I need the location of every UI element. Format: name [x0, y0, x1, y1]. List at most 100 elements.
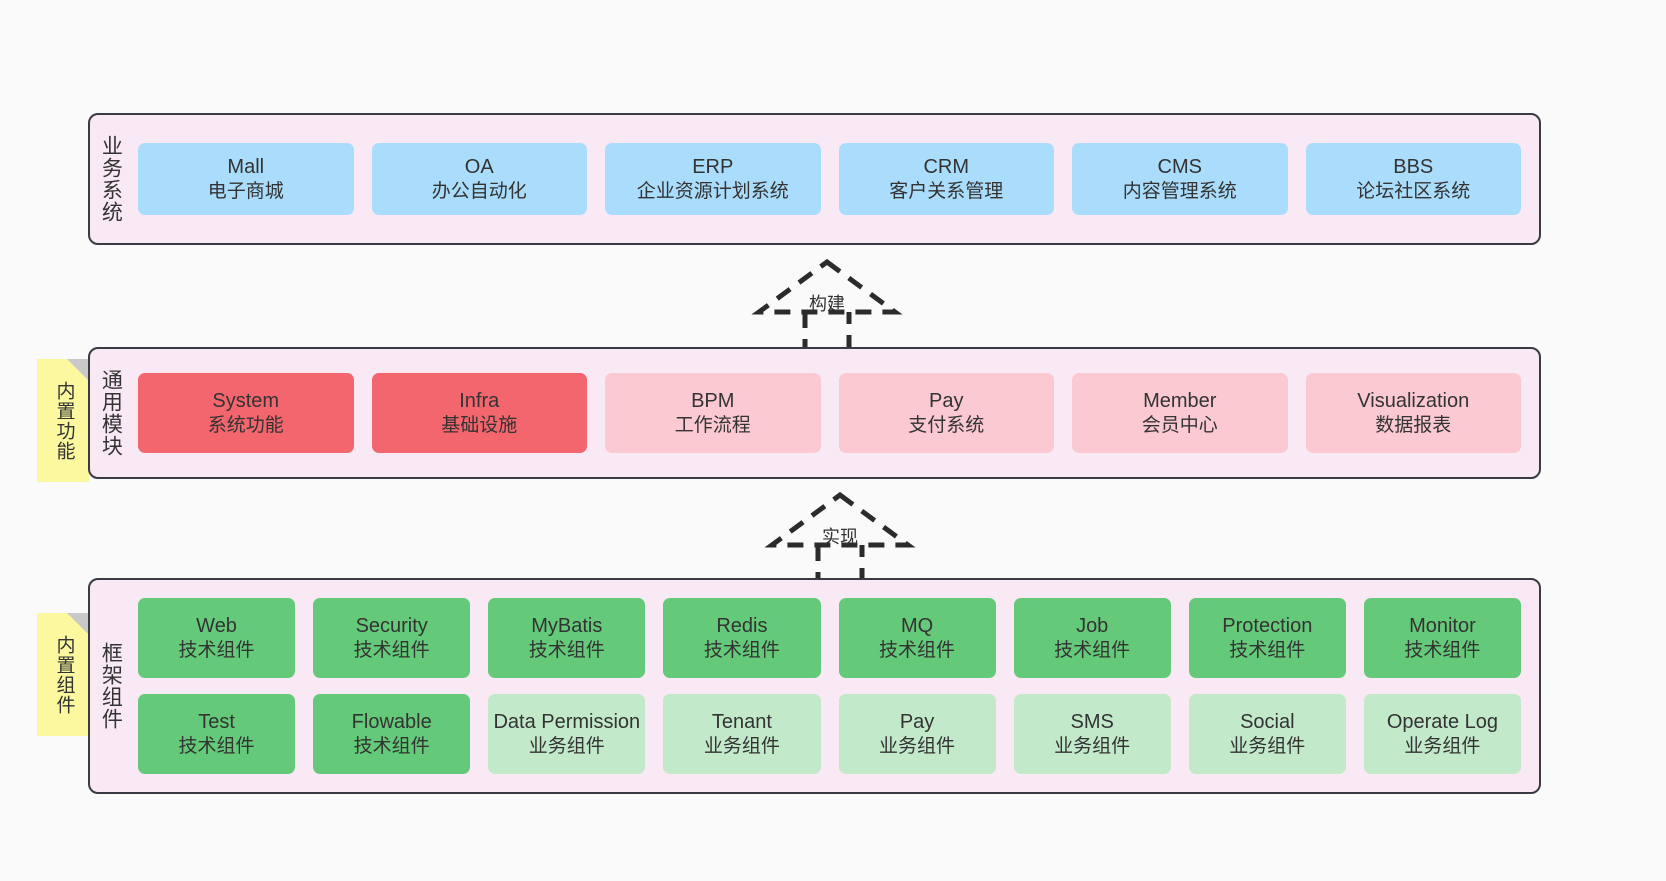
card-title-en: Test — [198, 711, 235, 734]
card-title-cn: 业务组件 — [1229, 735, 1306, 757]
card-title-cn: 支付系统 — [908, 414, 985, 436]
card-title-en: System — [212, 390, 280, 413]
card-title-cn: 数据报表 — [1375, 414, 1452, 436]
card-title-en: Security — [355, 615, 428, 638]
card-title-cn: 技术组件 — [703, 639, 780, 661]
card-title-cn: 业务组件 — [528, 735, 605, 757]
card-title-cn: 业务组件 — [1404, 735, 1481, 757]
band-label-common-module: 通用模块 — [99, 369, 123, 457]
card-title-en: Monitor — [1409, 615, 1476, 638]
card-title-en: SMS — [1070, 711, 1114, 734]
band-label-framework-component: 框架组件 — [99, 642, 123, 730]
card-title-cn: 技术组件 — [1229, 639, 1306, 661]
card-title-en: MyBatis — [531, 615, 603, 638]
card-title-en: BBS — [1393, 156, 1434, 179]
card-title-cn: 办公自动化 — [431, 180, 527, 202]
card-title-en: OA — [464, 156, 494, 179]
card-title-en: CMS — [1157, 156, 1202, 179]
card-title-cn: 工作流程 — [674, 414, 751, 436]
card-title-en: Protection — [1222, 615, 1313, 638]
card-title-cn: 技术组件 — [353, 735, 430, 757]
card-title-cn: 企业资源计划系统 — [636, 180, 789, 202]
note-builtin-features: 内置功能 — [37, 359, 89, 482]
card-title-cn: 业务组件 — [703, 735, 780, 757]
card-title-en: Pay — [899, 711, 935, 734]
card-title-cn: 系统功能 — [207, 414, 284, 436]
card-title-en: Member — [1143, 390, 1217, 413]
card-title-en: Pay — [929, 390, 964, 413]
band-label-business-system: 业务系统 — [99, 135, 123, 223]
card-title-cn: 技术组件 — [178, 735, 255, 757]
card-title-en: Social — [1240, 711, 1295, 734]
card-title-en: Infra — [459, 390, 500, 413]
card-title-en: Data Permission — [493, 711, 641, 734]
card-title-en: ERP — [692, 156, 734, 179]
connector-realize: 实现 — [750, 487, 930, 587]
card-title-cn: 技术组件 — [353, 639, 430, 661]
card-title-cn: 业务组件 — [1054, 735, 1131, 757]
card-title-cn: 技术组件 — [1404, 639, 1481, 661]
note-builtin-components: 内置组件 — [37, 613, 89, 736]
card-title-cn: 技术组件 — [528, 639, 605, 661]
card-title-cn: 客户关系管理 — [889, 180, 1004, 202]
card-title-en: Tenant — [711, 711, 772, 734]
card-title-en: Visualization — [1357, 390, 1470, 413]
connector-build: 构建 — [737, 254, 917, 354]
card-title-cn: 技术组件 — [879, 639, 956, 661]
card-title-en: Mall — [227, 156, 265, 179]
card-title-cn: 会员中心 — [1141, 414, 1218, 436]
card-title-en: CRM — [923, 156, 970, 179]
card-title-en: Job — [1076, 615, 1109, 638]
card-title-cn: 论坛社区系统 — [1356, 180, 1471, 202]
card-title-en: Web — [196, 615, 237, 638]
card-title-cn: 基础设施 — [441, 414, 518, 436]
card-title-cn: 电子商城 — [207, 180, 284, 202]
card-title-cn: 内容管理系统 — [1122, 180, 1237, 202]
card-title-en: Redis — [716, 615, 768, 638]
card-title-cn: 业务组件 — [879, 735, 956, 757]
card-title-en: BPM — [691, 390, 735, 413]
card-title-cn: 技术组件 — [1054, 639, 1131, 661]
card-title-en: MQ — [900, 615, 934, 638]
card-title-en: Flowable — [351, 711, 432, 734]
card-title-cn: 技术组件 — [178, 639, 255, 661]
